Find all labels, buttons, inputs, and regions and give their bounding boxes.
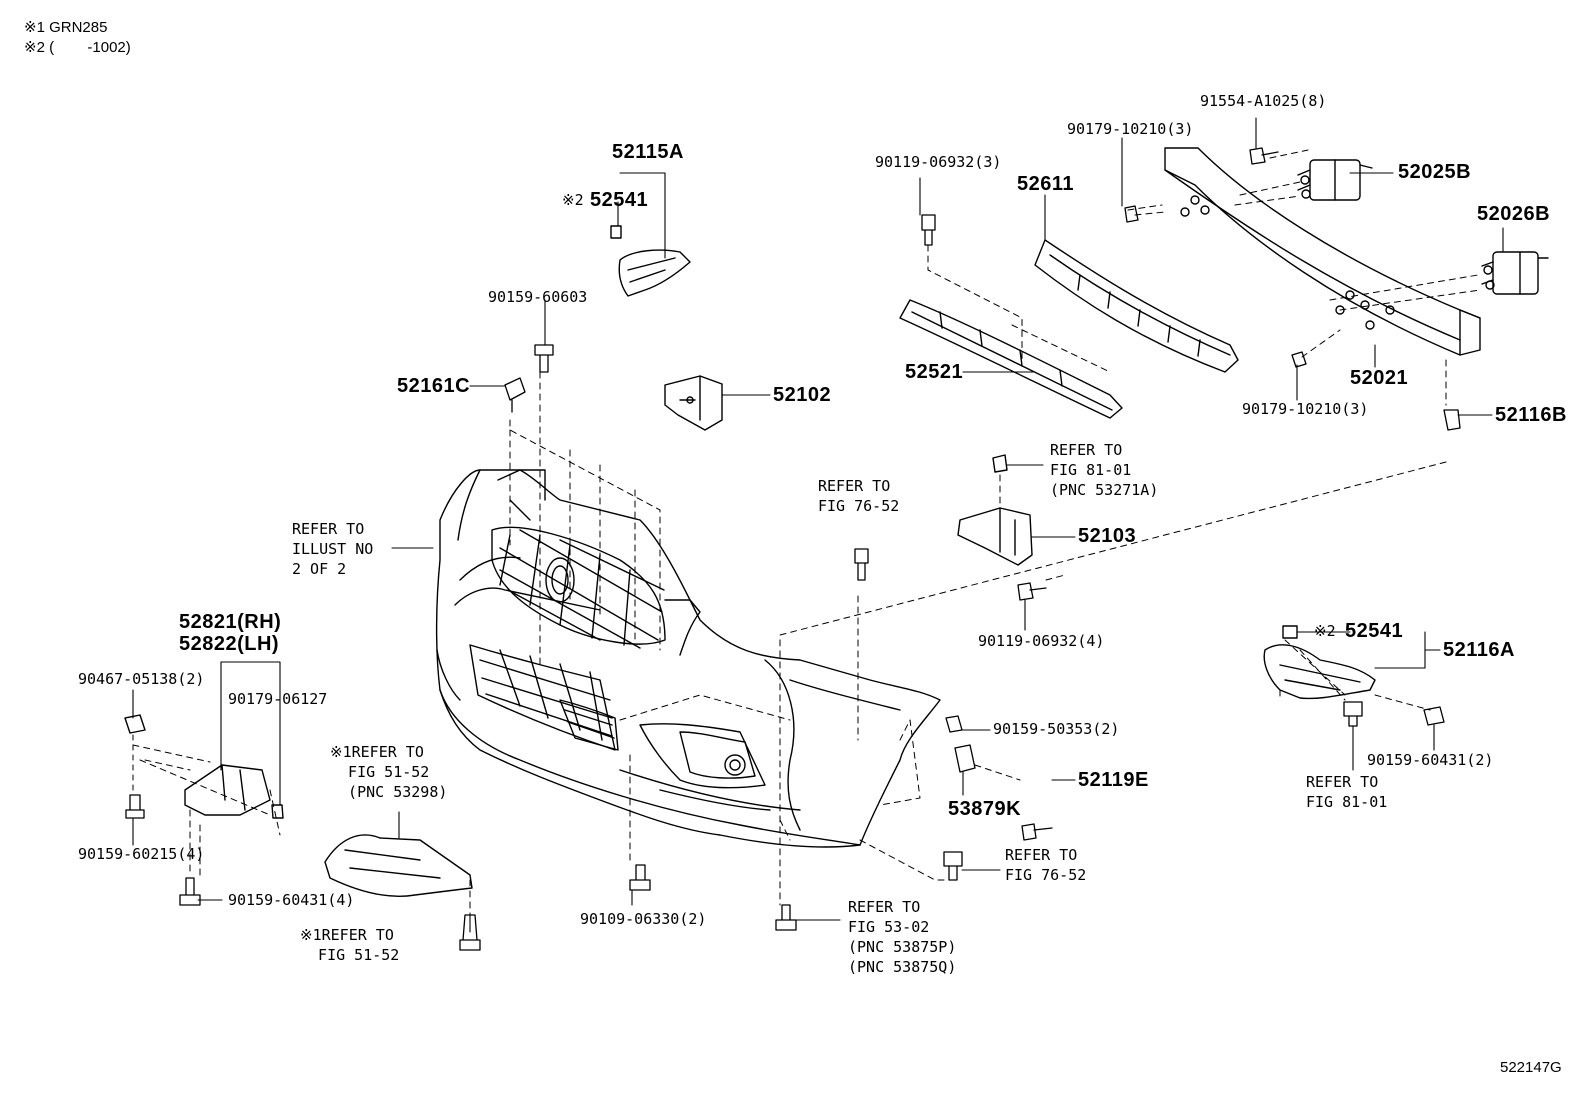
part-label-52115a[interactable]: 52115A (612, 141, 684, 163)
part-label-52541-top[interactable]: 52541 (590, 189, 649, 211)
part-label-90109-06330[interactable]: 90109-06330(2) (580, 910, 707, 928)
part-label-90467-05138[interactable]: 90467-05138(2) (78, 670, 205, 688)
part-label-52021[interactable]: 52021 (1350, 367, 1409, 389)
part-label-52161c[interactable]: 52161C (397, 375, 471, 397)
bracket-52025b-drawing (1298, 160, 1372, 200)
bracket-52821-drawing (125, 715, 283, 818)
part-label-90159-60431-2[interactable]: 90159-60431(2) (1367, 751, 1494, 769)
part-label-52119e[interactable]: 52119E (1078, 769, 1149, 791)
bumper-cover-drawing (437, 470, 940, 847)
part-label-90179-10210-3-bottom[interactable]: 90179-10210(3) (1242, 400, 1369, 418)
part-label-52822-lh[interactable]: 52822(LH) (179, 633, 280, 655)
mark-2-top: ※2 (562, 191, 584, 209)
part-label-90179-10210-3-top[interactable]: 90179-10210(3) (1067, 120, 1194, 138)
part-label-52521[interactable]: 52521 (905, 361, 964, 383)
part-label-90159-60431-4[interactable]: 90159-60431(4) (228, 891, 355, 909)
bracket-52026b-drawing (1482, 252, 1548, 294)
note-2: ※2 ( -1002) (24, 39, 131, 56)
part-label-90159-50353[interactable]: 90159-50353(2) (993, 720, 1120, 738)
mark-2-right: ※2 (1314, 622, 1336, 640)
part-label-52611[interactable]: 52611 (1017, 173, 1075, 195)
refer-fig-76-52-top[interactable]: REFER TO FIG 76-52 (818, 477, 900, 515)
part-label-90159-60215[interactable]: 90159-60215(4) (78, 845, 205, 863)
part-label-90159-60603[interactable]: 90159-60603 (488, 288, 588, 306)
assembly-lines (133, 150, 1480, 915)
refer-fig-51-52-a[interactable]: ※1REFER TO FIG 51-52 (PNC 53298) (330, 743, 448, 801)
part-label-90119-06932-3[interactable]: 90119-06932(3) (875, 153, 1002, 171)
refer-fig-81-01-bottom[interactable]: REFER TO FIG 81-01 (1306, 773, 1388, 811)
part-label-52025b[interactable]: 52025B (1398, 161, 1472, 183)
refer-fig-53-02[interactable]: REFER TO FIG 53-02 (PNC 53875P) (PNC 538… (848, 898, 957, 976)
refer-fig-76-52-bottom[interactable]: REFER TO FIG 76-52 (1005, 846, 1087, 884)
side-support-52115a-drawing (611, 226, 690, 296)
refer-fig-81-01-top[interactable]: REFER TO FIG 81-01 (PNC 53271A) (1050, 441, 1159, 499)
part-label-90119-06932-4[interactable]: 90119-06932(4) (978, 632, 1105, 650)
part-label-52102[interactable]: 52102 (773, 384, 832, 406)
diagram-code: 522147G (1500, 1059, 1562, 1076)
retainer-52521-drawing (900, 300, 1122, 418)
part-label-52026b[interactable]: 52026B (1477, 203, 1551, 225)
bracket-52102-drawing (665, 376, 722, 430)
leader-lines (133, 118, 1503, 932)
bracket-52103-drawing (958, 455, 1032, 565)
refer-fig-51-52-b[interactable]: ※1REFER TO FIG 51-52 (300, 926, 400, 964)
refer-illust-2-of-2[interactable]: REFER TO ILLUST NO 2 OF 2 (292, 520, 374, 578)
shield-drawing (325, 835, 472, 896)
part-label-52541-right[interactable]: 52541 (1345, 620, 1404, 642)
part-label-52103[interactable]: 52103 (1078, 525, 1137, 547)
absorber-52611-drawing (1035, 240, 1238, 372)
part-label-52116a[interactable]: 52116A (1443, 639, 1515, 661)
reinforcement-drawing (1165, 148, 1480, 355)
part-label-52116b[interactable]: 52116B (1495, 404, 1567, 426)
part-label-91554-a1025[interactable]: 91554-A1025(8) (1200, 92, 1327, 110)
part-label-53879k[interactable]: 53879K (948, 798, 1022, 820)
fastener-drawings (126, 148, 1460, 950)
note-1: ※1 GRN285 (24, 19, 108, 36)
part-label-90179-06127[interactable]: 90179-06127 (228, 690, 328, 708)
part-label-52821-rh[interactable]: 52821(RH) (179, 611, 282, 633)
